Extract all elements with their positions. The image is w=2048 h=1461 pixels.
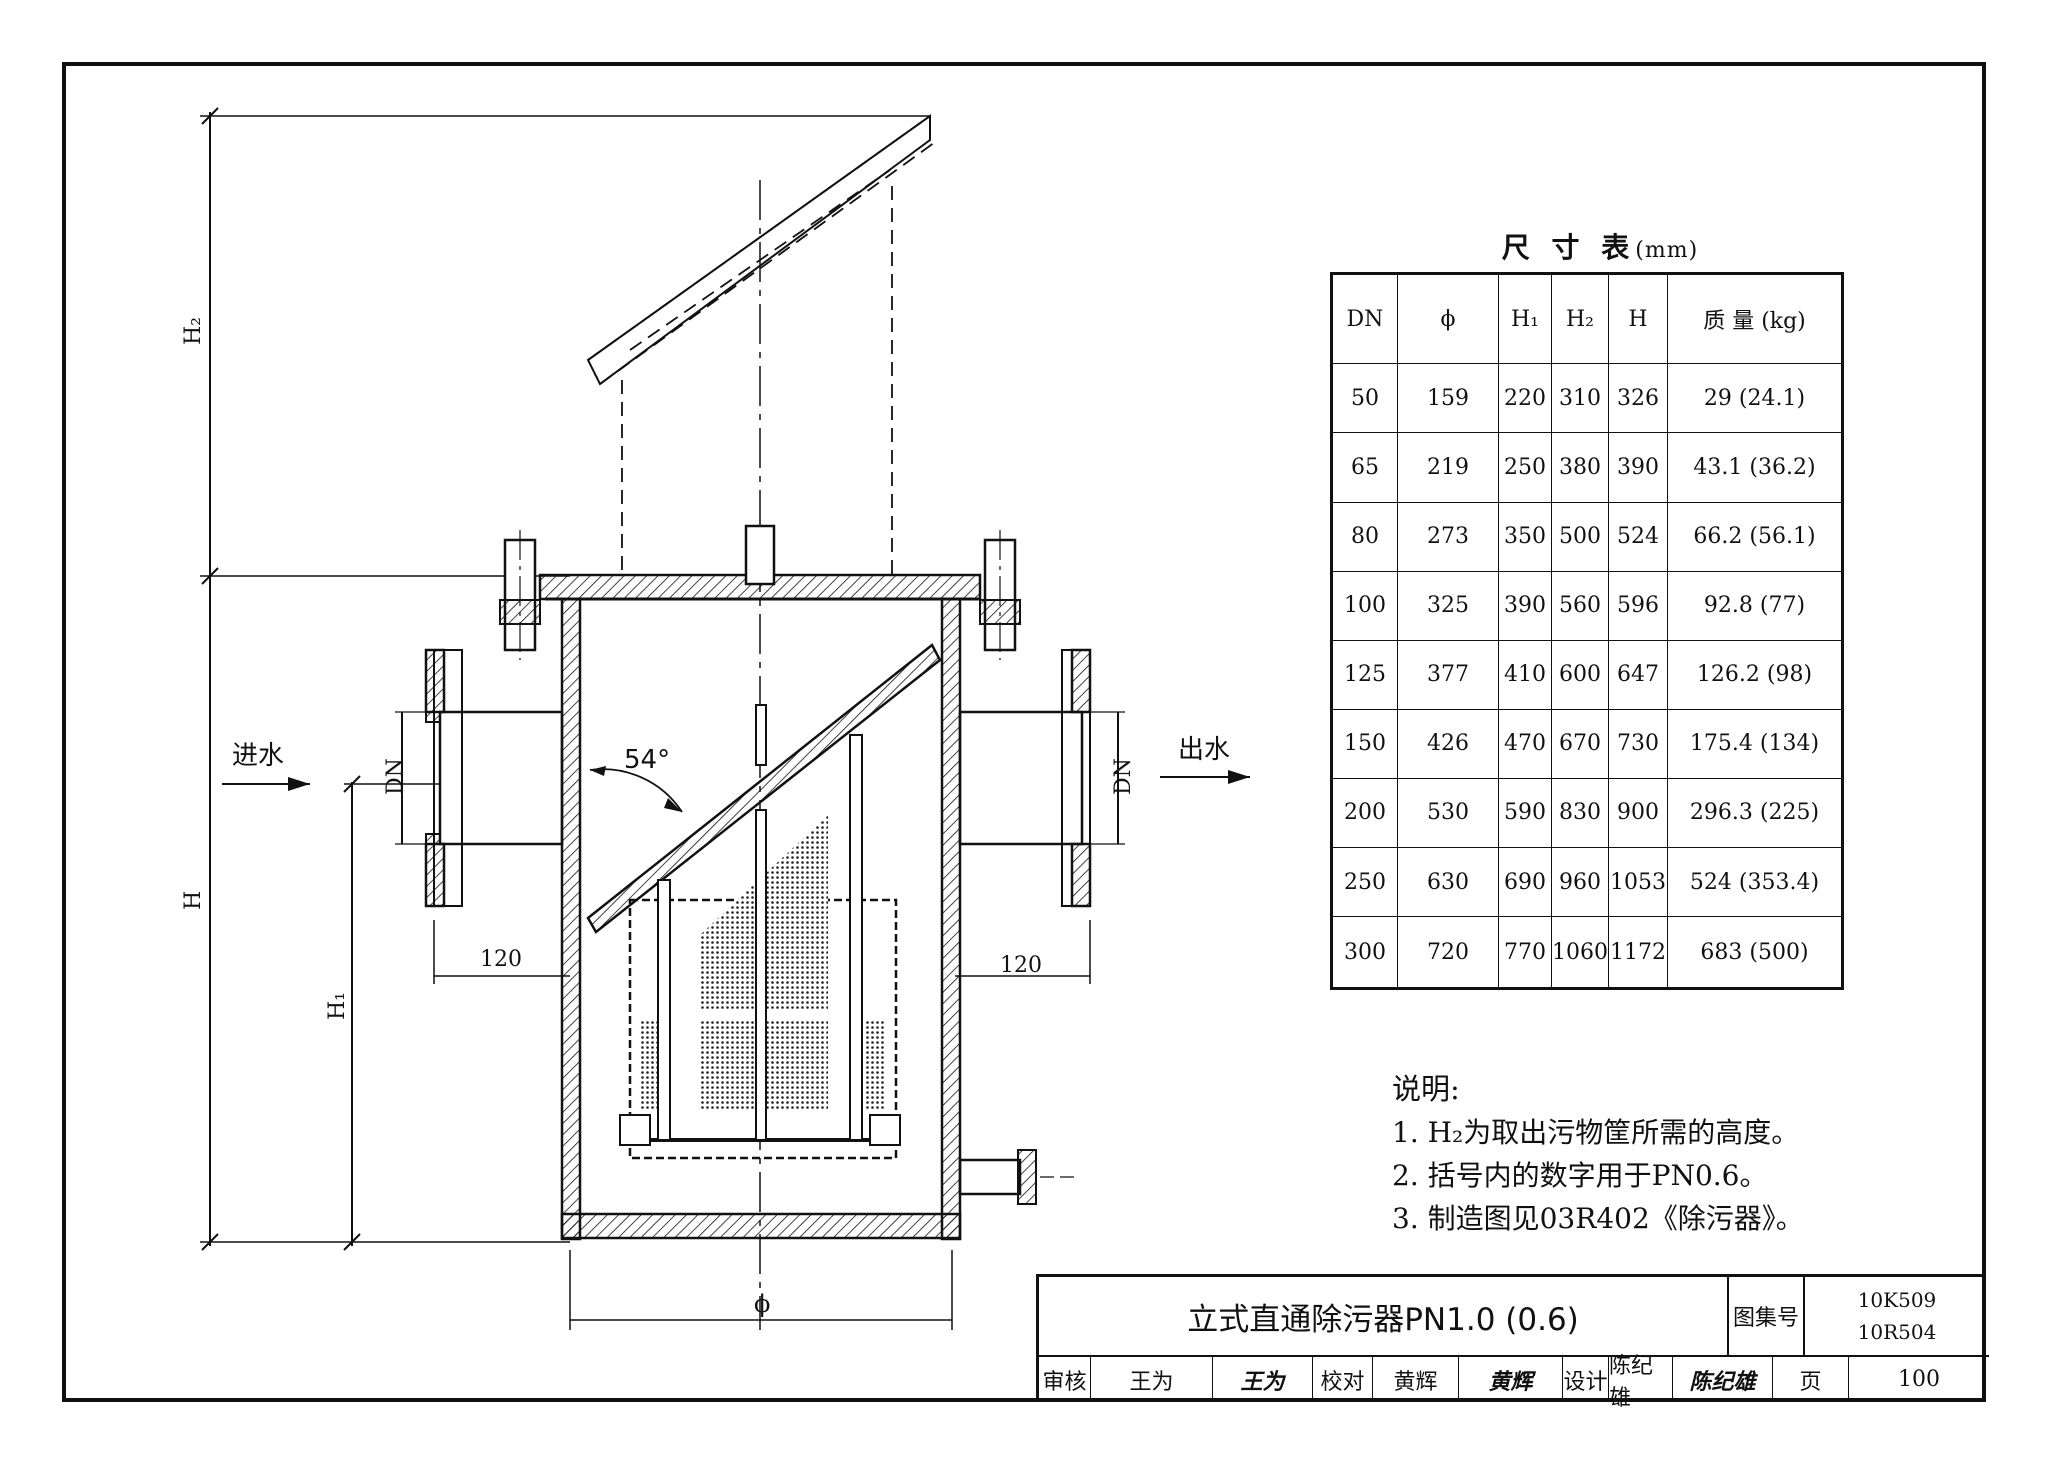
offset-right-label: 120 [1000, 953, 1042, 978]
checker-signature: 黄辉 [1459, 1357, 1563, 1402]
dimension-table-title: 尺 寸 表(mm) [1501, 231, 1699, 264]
notes: 说明: 1. H₂为取出污物筐所需的高度。 2. 括号内的数字用于PN0.6。 … [1392, 1068, 1804, 1240]
table-header-row: DN ϕ H₁ H₂ H 质 量 (kg) [1331, 272, 1843, 365]
atlas-code: 10K509 [1857, 1288, 1937, 1312]
drawing-title: 立式直通除污器PN1.0 (0.6) [1039, 1277, 1729, 1357]
h1-label: H₁ [325, 992, 350, 1020]
designer-name: 陈纪雄 [1609, 1354, 1673, 1411]
review-label: 审核 [1039, 1357, 1091, 1402]
h2-label: H₂ [181, 317, 206, 345]
reviewer-name: 王为 [1091, 1357, 1213, 1402]
page-label: 页 [1773, 1357, 1849, 1402]
atlas-label: 图集号 [1729, 1277, 1805, 1357]
dn-right-label: DN [1111, 758, 1136, 795]
reviewer-signature: 王为 [1213, 1357, 1313, 1402]
notes-heading: 说明: [1392, 1072, 1460, 1106]
h-label: H [181, 891, 206, 910]
inlet-label: 进水 [232, 741, 284, 771]
checker-name: 黄辉 [1373, 1357, 1459, 1402]
offset-left-label: 120 [480, 947, 522, 972]
note-item: 3. 制造图见03R402《除污器》。 [1392, 1202, 1804, 1235]
design-label: 设计 [1563, 1357, 1609, 1402]
note-item: 1. H₂为取出污物筐所需的高度。 [1392, 1116, 1800, 1149]
phi-label: ϕ [754, 1290, 770, 1318]
atlas-codes: 10K509 10R504 [1805, 1277, 1989, 1357]
outlet-label: 出水 [1178, 735, 1230, 765]
note-item: 2. 括号内的数字用于PN0.6。 [1392, 1159, 1768, 1192]
drawing-frame [62, 62, 1986, 1402]
title-block: 立式直通除污器PN1.0 (0.6) 图集号 10K509 10R504 审核 … [1036, 1274, 1989, 1411]
dn-left-label: DN [383, 758, 408, 795]
designer-signature: 陈纪雄 [1673, 1357, 1773, 1402]
check-label: 校对 [1313, 1357, 1373, 1402]
page-number: 100 [1898, 1367, 1940, 1392]
atlas-code: 10R504 [1857, 1320, 1937, 1344]
angle-label: 54° [624, 745, 670, 775]
